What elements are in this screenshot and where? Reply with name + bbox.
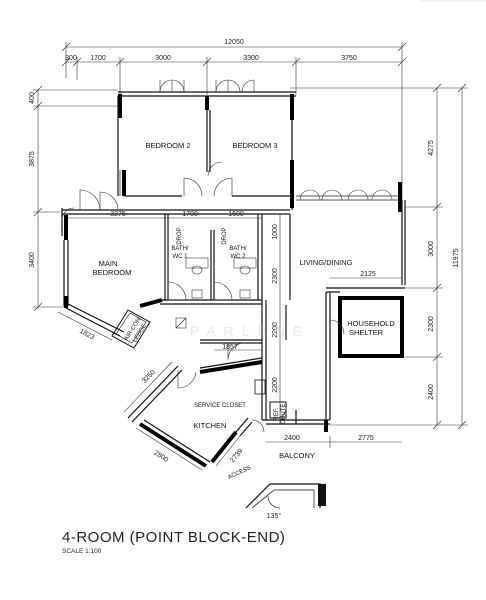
dim-mid-2125: 2125: [360, 271, 376, 278]
dim-mid-2300: 2300: [272, 268, 279, 284]
dim-top-300: 300: [65, 55, 77, 62]
top-dimensions: 12050 300 1700 3000 3300 3750: [61, 39, 407, 200]
label-balcony: BALCONY: [279, 451, 315, 460]
dim-left-400: 400: [29, 92, 36, 104]
label-shelter-line1: HOUSEHOLD: [347, 319, 395, 328]
label-service-closet: SERVICE CLOSET: [194, 403, 246, 409]
fixtures: [175, 257, 257, 329]
label-refuse-line2: CHUTE: [281, 404, 287, 425]
label-living-dining: LIVING/DINING: [300, 258, 353, 267]
walls: [61, 91, 406, 468]
windows: [119, 170, 398, 201]
dim-left-3400: 3400: [29, 252, 36, 268]
label-shelter-line2: SHELTER: [349, 328, 384, 337]
dim-right-2400: 2400: [428, 384, 435, 400]
dim-angle: 135°: [267, 512, 282, 520]
label-main-bedroom-line1: MAIN: [99, 259, 118, 268]
dim-mid-1857: 1857: [222, 344, 238, 351]
label-main-bedroom-line2: BEDROOM: [93, 268, 132, 277]
dim-mid-1600: 1600: [228, 211, 244, 218]
dim-overall-right: 11975: [453, 248, 460, 267]
label-access: ACCESS: [227, 465, 252, 481]
label-bath-2-line1: BATH/: [229, 246, 247, 252]
dim-right-2300: 2300: [428, 316, 435, 332]
dim-bot-2775: 2775: [358, 435, 374, 442]
label-kitchen: KITCHEN: [194, 421, 227, 430]
door-swings: [61, 79, 393, 433]
label-bath-1-line2: WC 1: [173, 254, 189, 260]
dim-top-1700: 1700: [90, 55, 106, 62]
dim-mid-1000: 1000: [272, 224, 279, 240]
label-refuse-line1: REF.: [274, 407, 280, 420]
left-dimensions: 400 3875 3400: [29, 85, 118, 312]
scale-label: SCALE 1:100: [62, 548, 102, 555]
dim-left-3875: 3875: [29, 151, 36, 167]
dim-mid-1700: 1700: [182, 211, 198, 218]
dim-mid-2800: 2800: [152, 450, 169, 464]
dim-top-3300: 3300: [243, 55, 259, 62]
dim-overall-top: 12050: [224, 39, 244, 46]
label-bath-2-line2: WC 2: [231, 254, 247, 260]
dim-mid-2200b: 2200: [272, 377, 279, 393]
angle-detail: 135°: [245, 483, 326, 520]
dim-right-4275: 4275: [428, 140, 435, 156]
internal-dimensions: 3275 1700 1600 1000 2300 2200 2200 2125 …: [57, 211, 402, 471]
dim-mid-2739: 2739: [229, 448, 244, 465]
dim-top-3750: 3750: [341, 55, 357, 62]
dim-top-3000: 3000: [155, 55, 171, 62]
label-bedroom-2: BEDROOM 2: [145, 141, 190, 150]
dim-mid-3275: 3275: [110, 211, 126, 218]
label-bath-1-line1: BATH/: [171, 246, 189, 252]
aircon-ledge: [111, 309, 151, 349]
label-drop-1: DROP: [177, 227, 183, 244]
page-title: 4-ROOM (POINT BLOCK-END): [62, 529, 285, 546]
right-dimensions: 4275 3000 2300 2400 11975: [290, 83, 468, 430]
label-bedroom-3: BEDROOM 3: [232, 141, 277, 150]
dim-bot-2400: 2400: [284, 435, 300, 442]
watermark-text: PARLENE: [190, 323, 310, 339]
room-labels: BEDROOM 2 BEDROOM 3 MAIN BEDROOM BATH/ W…: [93, 141, 396, 481]
dim-mid-2200a: 2200: [272, 322, 279, 338]
dim-right-3000: 3000: [428, 241, 435, 257]
label-drop-2: DROP: [222, 227, 228, 244]
dim-mid-3250: 3250: [141, 369, 157, 385]
